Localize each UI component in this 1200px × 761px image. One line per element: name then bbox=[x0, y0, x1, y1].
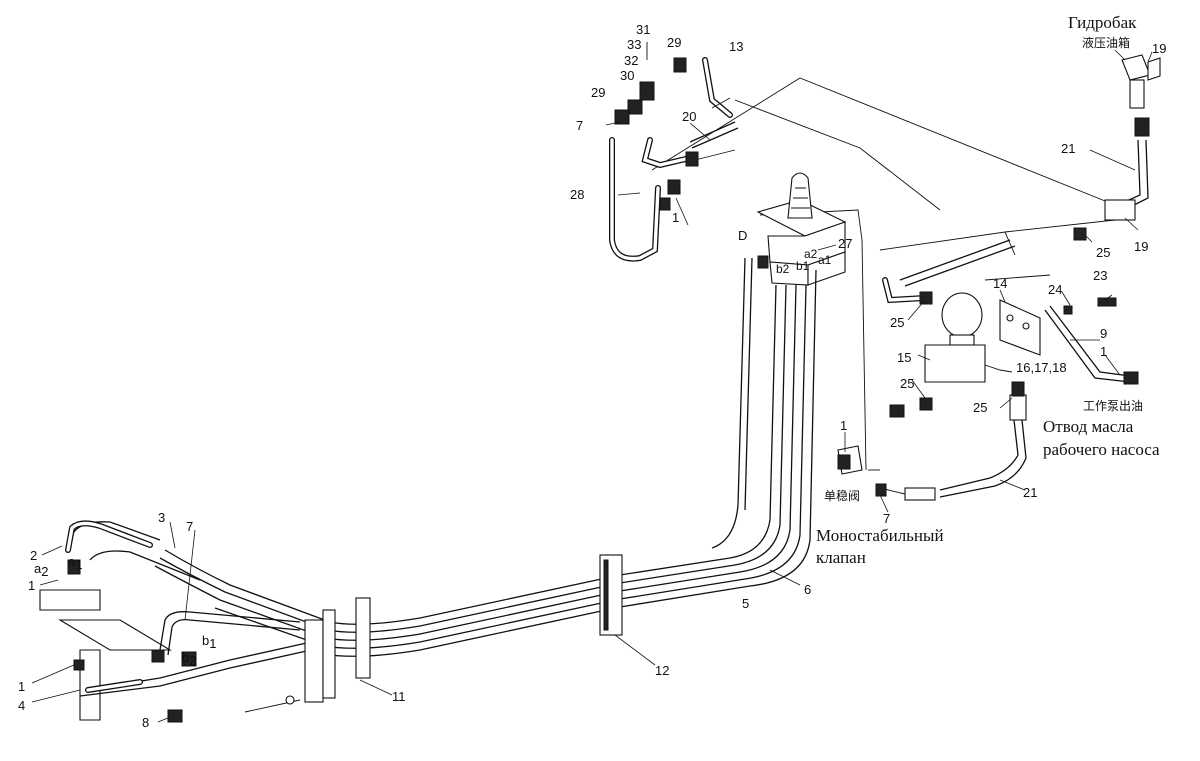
callout-15: 15 bbox=[897, 350, 911, 365]
port-a2-top: a2 bbox=[804, 247, 818, 261]
callout-30: 30 bbox=[620, 68, 634, 83]
callout-21: 21 bbox=[1061, 141, 1075, 156]
caption-hydro-tank-cn: 液压油箱 bbox=[1082, 35, 1130, 50]
captions: Гидробак 液压油箱 工作泵出油 Отвод масла рабочего… bbox=[816, 13, 1160, 567]
callout-6: 6 bbox=[804, 582, 811, 597]
hose-28 bbox=[609, 137, 661, 262]
port-b1-bottom: b1 bbox=[202, 633, 216, 651]
port-D: D bbox=[738, 228, 747, 243]
pipe-21-lower bbox=[879, 394, 1027, 501]
pump-line-9 bbox=[999, 299, 1131, 383]
hose-bottom-left bbox=[65, 520, 153, 693]
callout-33: 33 bbox=[627, 37, 641, 52]
port-a2-bottom: a2 bbox=[34, 561, 48, 579]
callout-1: 1 bbox=[1100, 344, 1107, 359]
callout-1: 1 bbox=[28, 578, 35, 593]
caption-pump-ru-1: Отвод масла bbox=[1043, 417, 1134, 436]
port-a1-bottom: a1 bbox=[68, 554, 82, 572]
control-valve bbox=[756, 172, 847, 286]
port-a1-top: a1 bbox=[818, 253, 832, 267]
cylinder-block bbox=[39, 521, 321, 723]
callout-29: 29 bbox=[591, 85, 605, 100]
callout-8: 8 bbox=[142, 715, 149, 730]
caption-valve-ru-1: Моностабильный bbox=[816, 526, 944, 545]
callout-16-17-18: 16,17,18 bbox=[1016, 360, 1067, 375]
callout-5: 5 bbox=[742, 596, 749, 611]
pipe-bundle bbox=[154, 257, 817, 657]
callout-7: 7 bbox=[883, 511, 890, 526]
tank-connector bbox=[1121, 54, 1161, 109]
caption-pump-cn: 工作泵出油 bbox=[1083, 399, 1143, 413]
callout-12: 12 bbox=[655, 663, 669, 678]
hose-20 bbox=[641, 121, 739, 169]
caption-valve-cn: 单稳阀 bbox=[824, 488, 860, 503]
callout-32: 32 bbox=[624, 53, 638, 68]
callout-31: 31 bbox=[636, 22, 650, 37]
clamp-11 bbox=[244, 597, 371, 713]
callout-19: 19 bbox=[1134, 239, 1148, 254]
callout-2: 2 bbox=[30, 548, 37, 563]
callout-25: 25 bbox=[900, 376, 914, 391]
callout-1: 1 bbox=[18, 679, 25, 694]
hose-right-upper bbox=[882, 239, 1016, 304]
callout-4: 4 bbox=[18, 698, 25, 713]
callout-29: 29 bbox=[667, 35, 681, 50]
callout-23: 23 bbox=[1093, 268, 1107, 283]
callout-13: 13 bbox=[729, 39, 743, 54]
callout-7: 7 bbox=[186, 519, 193, 534]
callout-27: 27 bbox=[838, 236, 852, 251]
callout-25: 25 bbox=[890, 315, 904, 330]
clamp-12 bbox=[599, 554, 623, 636]
callout-11: 11 bbox=[392, 689, 406, 704]
pipe-21-upper bbox=[1104, 117, 1150, 221]
callout-25: 25 bbox=[973, 400, 987, 415]
callout-7: 7 bbox=[576, 118, 583, 133]
leader-lines bbox=[31, 49, 1153, 723]
port-b2-bottom: b2 bbox=[182, 650, 196, 668]
callout-labels: 31 33 32 30 29 13 29 7 20 28 1 27 D b2 b… bbox=[18, 22, 1166, 730]
callout-25: 25 bbox=[1096, 245, 1110, 260]
callout-14: 14 bbox=[993, 276, 1007, 291]
callout-19: 19 bbox=[1152, 41, 1166, 56]
fittings bbox=[614, 42, 1139, 497]
callout-9: 9 bbox=[1100, 326, 1107, 341]
hose-13 bbox=[702, 57, 733, 118]
callout-24: 24 bbox=[1048, 282, 1062, 297]
callout-20: 20 bbox=[682, 109, 696, 124]
accumulator-15 bbox=[924, 292, 1013, 383]
port-b1-top: b1 bbox=[796, 259, 810, 273]
caption-pump-ru-2: рабочего насоса bbox=[1043, 440, 1160, 459]
callout-3: 3 bbox=[158, 510, 165, 525]
caption-valve-ru-2: клапан bbox=[816, 548, 866, 567]
callout-21: 21 bbox=[1023, 485, 1037, 500]
caption-hydro-tank-ru: Гидробак bbox=[1068, 13, 1137, 32]
callout-28: 28 bbox=[570, 187, 584, 202]
callout-1: 1 bbox=[672, 210, 679, 225]
port-b2-top: b2 bbox=[776, 262, 790, 276]
monostable-valve bbox=[837, 445, 863, 475]
callout-1: 1 bbox=[840, 418, 847, 433]
frame-outline bbox=[651, 77, 1116, 471]
